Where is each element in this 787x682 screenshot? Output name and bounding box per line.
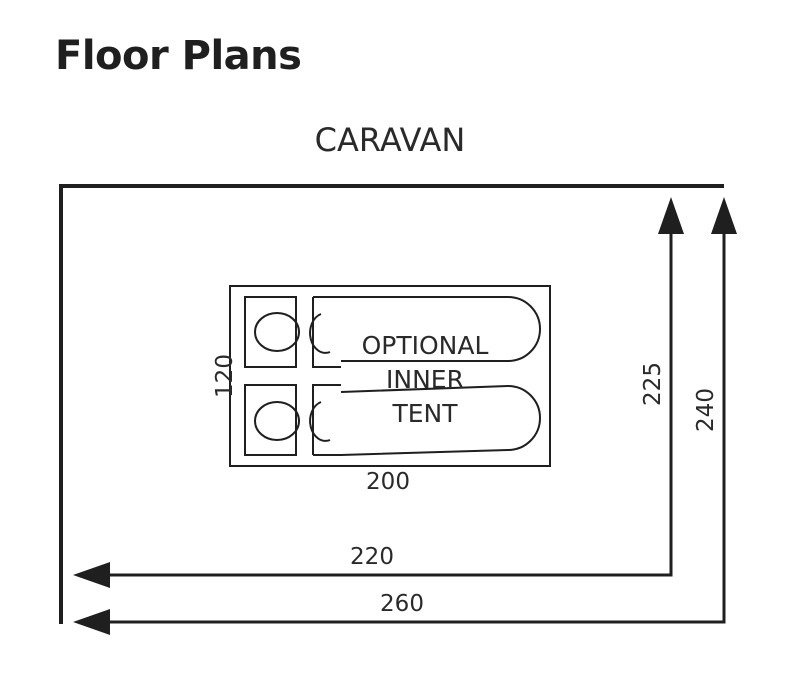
top-sleeper-head-icon	[309, 313, 331, 354]
awning-depth-outer-label: 240	[693, 388, 719, 432]
awning-depth-inner-label: 225	[640, 362, 666, 406]
inner-tent-label-line-2: INNER	[386, 365, 464, 394]
dimension-arrows	[95, 222, 726, 624]
arrow-head-up-240	[711, 197, 737, 234]
awning-width-outer-label: 260	[380, 591, 424, 617]
awning-outline	[59, 184, 724, 624]
arrow-head-left-220	[73, 562, 110, 588]
bottom-pillow-icon	[254, 401, 300, 441]
arrow-heads	[73, 197, 737, 635]
page-title: Floor Plans	[55, 33, 302, 79]
dimension-line-220-225	[95, 222, 673, 577]
awning-width-inner-label: 220	[350, 544, 394, 570]
bottom-sleeper-head-icon	[309, 401, 331, 442]
top-pillow-box	[244, 296, 297, 368]
bottom-pillow-box	[244, 384, 297, 456]
dimension-line-260-240	[95, 222, 726, 624]
inner-tent	[229, 285, 551, 467]
top-pillow-icon	[254, 312, 300, 352]
inner-tent-label-line-1: OPTIONAL	[362, 331, 489, 360]
arrow-head-up-225	[658, 197, 684, 234]
caravan-label: CARAVAN	[315, 121, 466, 159]
inner-tent-outline	[229, 285, 551, 467]
inner-tent-label-line-3: TENT	[391, 399, 458, 428]
arrow-head-left-260	[73, 609, 110, 635]
inner-tent-depth-label: 120	[212, 354, 238, 398]
inner-tent-width-label: 200	[366, 469, 410, 495]
